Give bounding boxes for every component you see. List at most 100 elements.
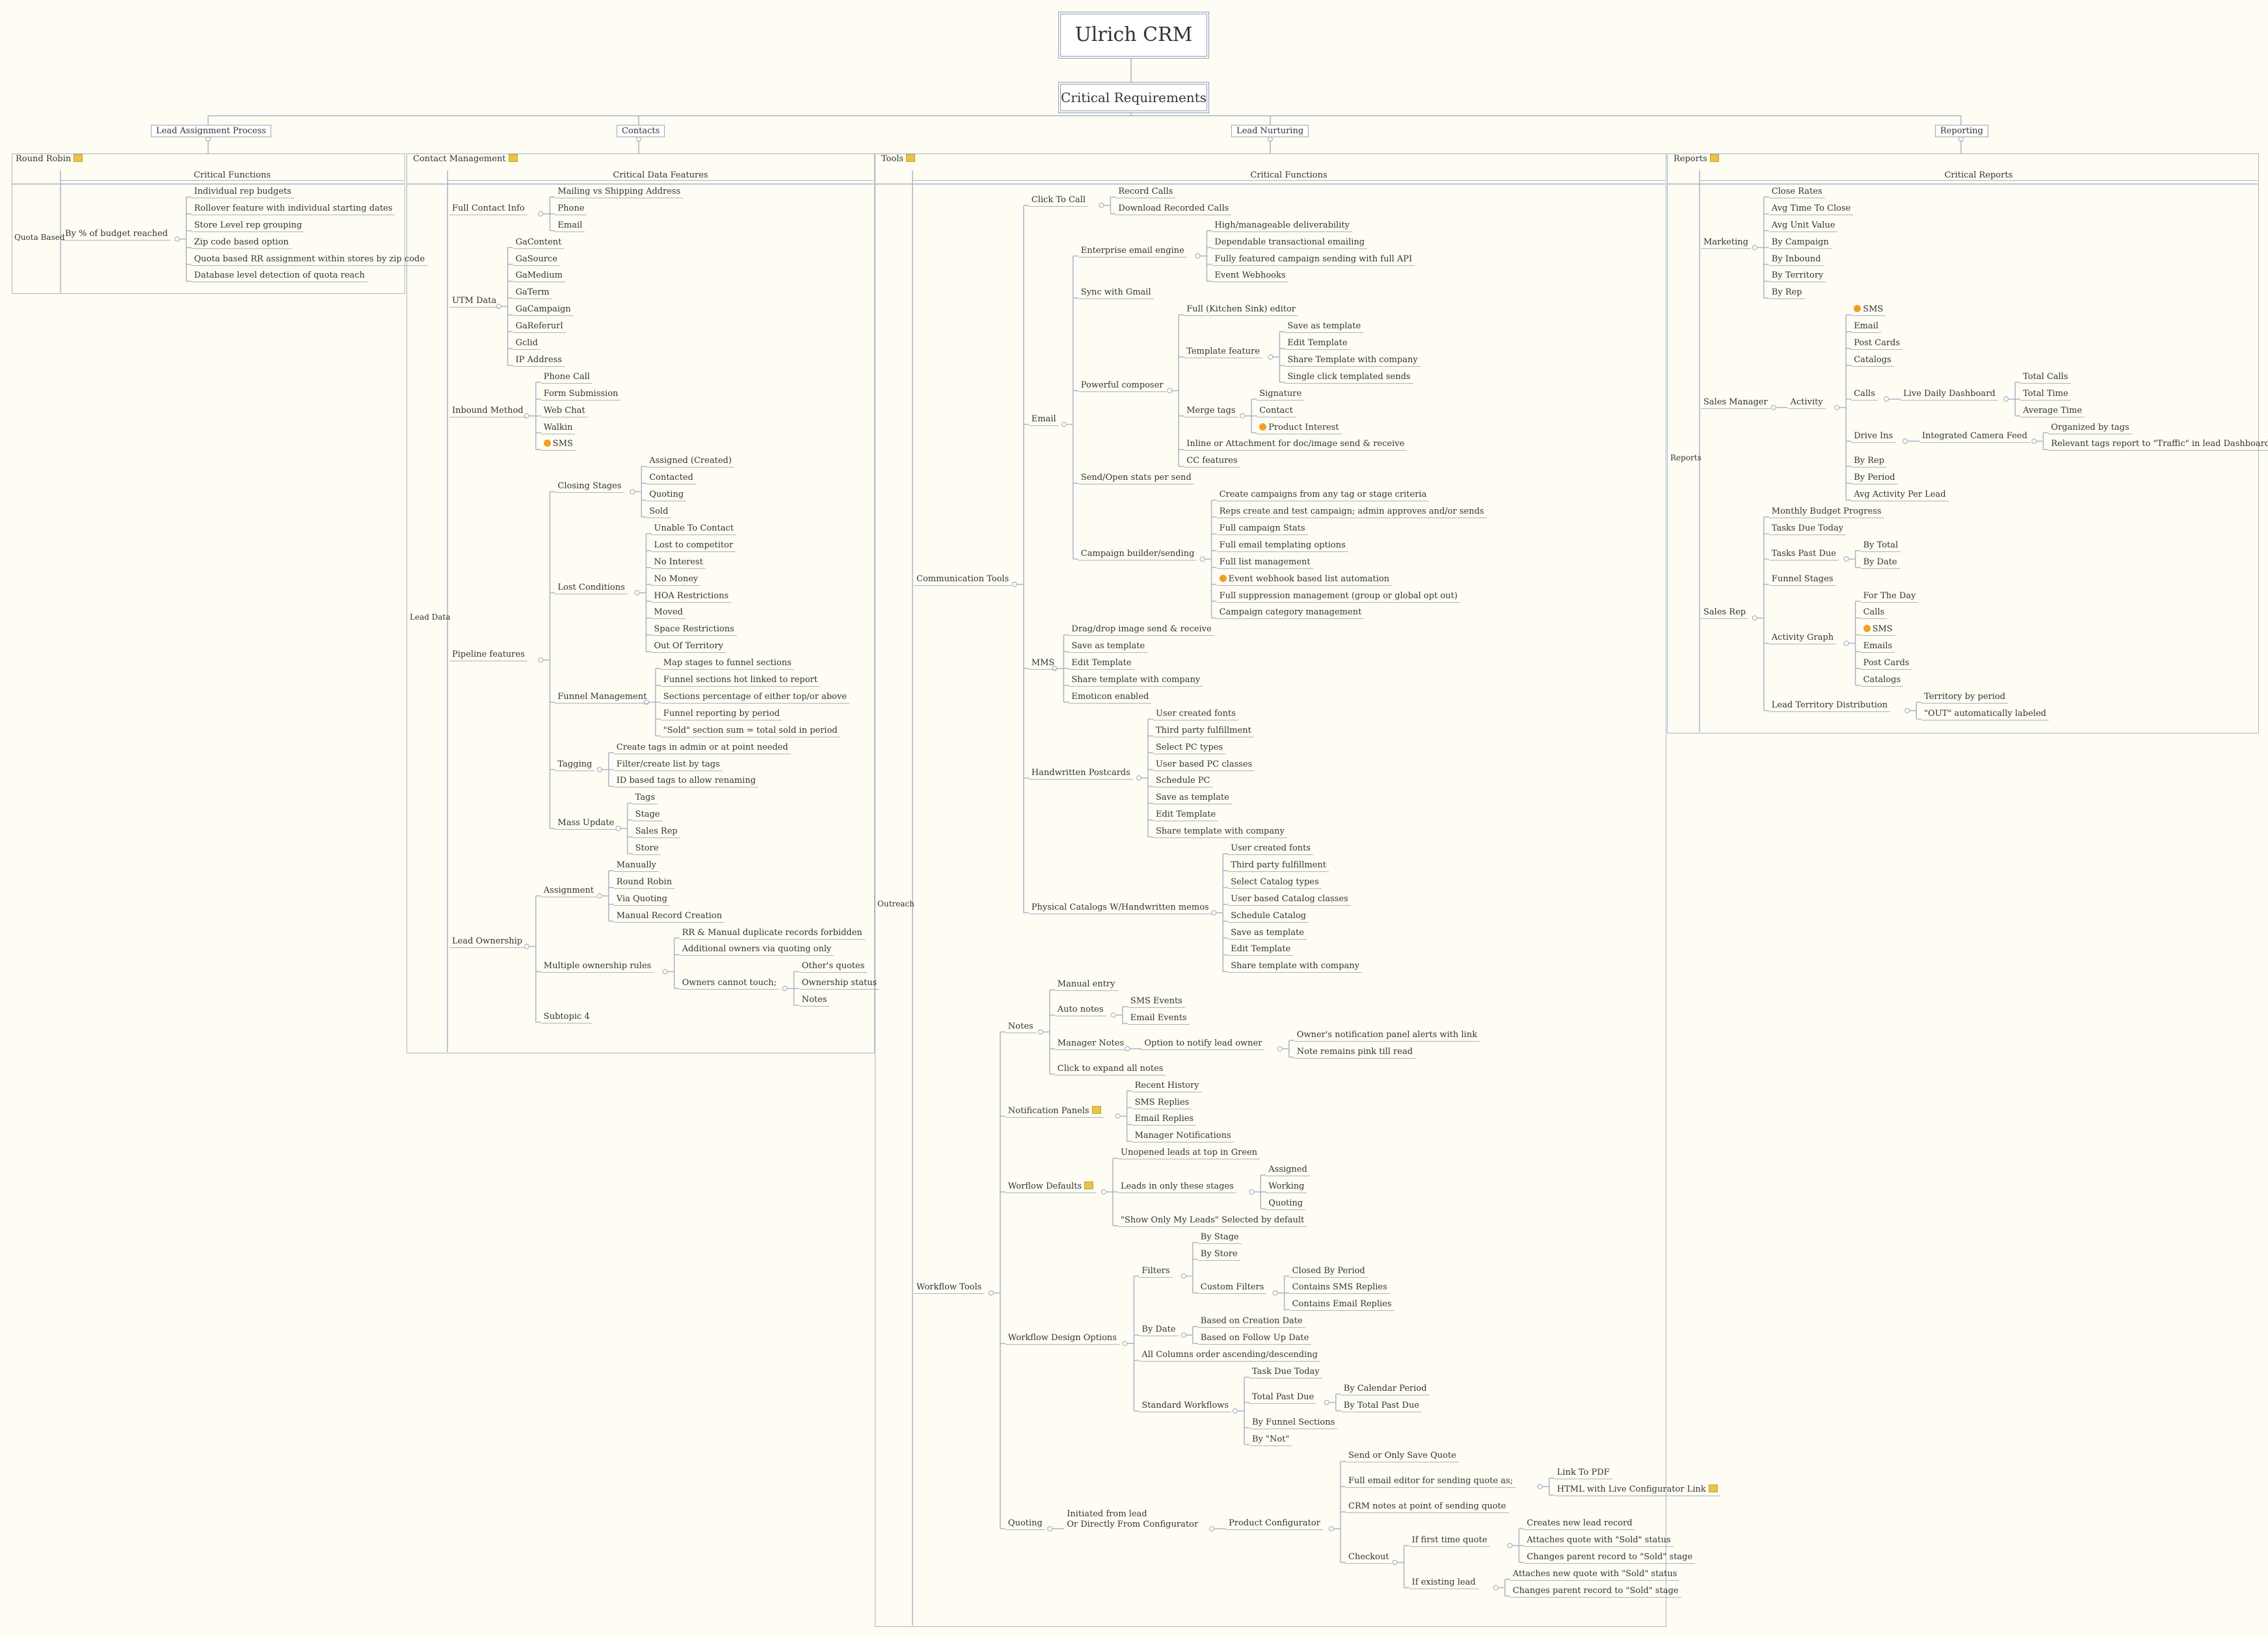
topic-avg-unit-value[interactable]: Avg Unit Value [1768, 220, 1838, 232]
topic-attaches-quote-with-sold-status[interactable]: Attaches quote with "Sold" status [1524, 1535, 1674, 1547]
topic-by-stage[interactable]: By Stage [1197, 1232, 1242, 1244]
topic-working[interactable]: Working [1266, 1181, 1307, 1194]
topic-ip-address[interactable]: IP Address [513, 355, 565, 367]
topic-catalogs[interactable]: Catalogs [1851, 355, 1894, 367]
topic-lead-ownership[interactable]: Lead Ownership [449, 936, 526, 948]
topic-share-template-with-company[interactable]: Share template with company [1069, 675, 1203, 687]
topic-post-cards[interactable]: Post Cards [1860, 658, 1912, 670]
topic-avg-activity-per-lead[interactable]: Avg Activity Per Lead [1851, 490, 1949, 502]
topic-send-open-stats-per-send[interactable]: Send/Open stats per send [1078, 473, 1194, 485]
topic-gclid[interactable]: Gclid [513, 338, 540, 350]
topic-full-list-management[interactable]: Full list management [1216, 557, 1313, 569]
topic-event-webhooks[interactable]: Event Webhooks [1212, 270, 1288, 283]
topic-if-existing-lead[interactable]: If existing lead [1409, 1577, 1478, 1589]
topic-full-suppression-management-group-or-glo[interactable]: Full suppression management (group or gl… [1216, 591, 1460, 603]
topic-link-to-pdf[interactable]: Link To PDF [1554, 1468, 1612, 1480]
branch-contacts[interactable]: Contacts [617, 125, 665, 137]
topic-full-email-templating-options[interactable]: Full email templating options [1216, 540, 1348, 552]
topic-space-restrictions[interactable]: Space Restrictions [651, 624, 737, 637]
topic-average-time[interactable]: Average Time [2020, 406, 2085, 417]
topic-multiple-ownership-rules[interactable]: Multiple ownership rules [540, 961, 654, 973]
topic-out-of-territory[interactable]: Out Of Territory [651, 641, 726, 653]
topic-via-quoting[interactable]: Via Quoting [613, 894, 670, 906]
topic-user-created-fonts[interactable]: User created fonts [1153, 709, 1238, 720]
topic-note-remains-pink-till-read[interactable]: Note remains pink till read [1294, 1047, 1416, 1059]
topic-inline-or-attachment-for-doc-image-send-[interactable]: Inline or Attachment for doc/image send … [1184, 439, 1407, 451]
topic-sales-manager[interactable]: Sales Manager [1701, 397, 1770, 409]
topic-post-cards[interactable]: Post Cards [1851, 338, 1903, 350]
topic-auto-notes[interactable]: Auto notes [1054, 1005, 1106, 1017]
topic-filter-create-list-by-tags[interactable]: Filter/create list by tags [613, 759, 723, 771]
branch-reporting[interactable]: Reporting [1935, 125, 1988, 137]
topic-by-territory[interactable]: By Territory [1768, 270, 1826, 283]
topic-relevant-tags-report-to-traffic-in-lead-[interactable]: Relevant tags report to "Traffic" in lea… [2048, 439, 2268, 451]
topic-map-stages-to-funnel-sections[interactable]: Map stages to funnel sections [660, 658, 794, 670]
topic-database-level-detection-of-quota-reach[interactable]: Database level detection of quota reach [191, 270, 367, 283]
topic-calls[interactable]: Calls [1851, 389, 1878, 401]
topic-tasks-due-today[interactable]: Tasks Due Today [1768, 523, 1847, 535]
topic-filters[interactable]: Filters [1139, 1266, 1173, 1278]
topic-share-template-with-company[interactable]: Share Template with company [1285, 355, 1421, 367]
topic-quota-based-rr-assignment-within-stores-[interactable]: Quota based RR assignment within stores … [191, 254, 428, 266]
topic-quoting[interactable]: Quoting [1005, 1518, 1045, 1531]
topic-sections-percentage-of-either-top-or-abo[interactable]: Sections percentage of either top/or abo… [660, 692, 849, 704]
topic-gacampaign[interactable]: GaCampaign [513, 304, 574, 317]
topic-contact[interactable]: Contact [1257, 406, 1296, 417]
topic-lost-to-competitor[interactable]: Lost to competitor [651, 540, 736, 552]
topic-sms[interactable]: SMS [1860, 624, 1895, 637]
topic-store-level-rep-grouping[interactable]: Store Level rep grouping [191, 220, 305, 232]
topic-send-or-only-save-quote[interactable]: Send or Only Save Quote [1346, 1451, 1459, 1463]
topic-assigned-created[interactable]: Assigned (Created) [647, 456, 734, 468]
topic-contains-email-replies[interactable]: Contains Email Replies [1289, 1299, 1394, 1312]
topic-notes[interactable]: Notes [799, 995, 830, 1007]
topic-by-calendar-period[interactable]: By Calendar Period [1341, 1384, 1430, 1395]
topic-gacontent[interactable]: GaContent [513, 237, 565, 249]
topic-communication-tools[interactable]: Communication Tools [914, 574, 1012, 586]
topic-product-interest[interactable]: Product Interest [1257, 423, 1342, 434]
topic-full-kitchen-sink-editor[interactable]: Full (Kitchen Sink) editor [1184, 304, 1299, 317]
topic-ownership-status[interactable]: Ownership status [799, 978, 880, 990]
topic-manual-entry[interactable]: Manual entry [1054, 979, 1118, 992]
topic-activity[interactable]: Activity [1787, 397, 1826, 409]
topic-by-not[interactable]: By "Not" [1249, 1434, 1292, 1446]
topic-changes-parent-record-to-sold-stage[interactable]: Changes parent record to "Sold" stage [1510, 1586, 1681, 1598]
topic-html-with-live-configurator-link[interactable]: HTML with Live Configurator Link [1554, 1484, 1720, 1497]
topic-gaterm[interactable]: GaTerm [513, 287, 552, 300]
topic-recent-history[interactable]: Recent History [1132, 1081, 1202, 1092]
topic-funnel-sections-hot-linked-to-report[interactable]: Funnel sections hot linked to report [660, 675, 820, 687]
topic-sms[interactable]: SMS [540, 439, 576, 451]
topic-no-money[interactable]: No Money [651, 574, 701, 586]
topic-inbound-method[interactable]: Inbound Method [449, 406, 526, 417]
topic-moved[interactable]: Moved [651, 607, 686, 620]
topic-sms[interactable]: SMS [1851, 304, 1886, 317]
topic-tagging[interactable]: Tagging [555, 759, 595, 771]
topic-email[interactable]: Email [555, 220, 585, 232]
topic-email-events[interactable]: Email Events [1127, 1013, 1190, 1025]
topic-record-calls[interactable]: Record Calls [1115, 187, 1176, 198]
topic-edit-template[interactable]: Edit Template [1153, 810, 1219, 822]
topic-select-catalog-types[interactable]: Select Catalog types [1228, 877, 1322, 889]
topic-total-time[interactable]: Total Time [2020, 389, 2071, 401]
topic-template-feature[interactable]: Template feature [1184, 347, 1262, 358]
topic-download-recorded-calls[interactable]: Download Recorded Calls [1115, 204, 1232, 215]
topic-schedule-pc[interactable]: Schedule PC [1153, 776, 1213, 788]
topic-manual-record-creation[interactable]: Manual Record Creation [613, 911, 725, 923]
topic-lost-conditions[interactable]: Lost Conditions [555, 583, 628, 594]
topic-task-due-today[interactable]: Task Due Today [1249, 1367, 1322, 1379]
topic-crm-notes-at-point-of-sending-quote[interactable]: CRM notes at point of sending quote [1346, 1501, 1509, 1514]
topic-tasks-past-due[interactable]: Tasks Past Due [1768, 549, 1839, 561]
topic-emails[interactable]: Emails [1860, 641, 1895, 653]
topic-save-as-template[interactable]: Save as template [1228, 928, 1307, 940]
topic-schedule-catalog[interactable]: Schedule Catalog [1228, 911, 1309, 923]
topic-monthly-budget-progress[interactable]: Monthly Budget Progress [1768, 507, 1884, 519]
topic-notes[interactable]: Notes [1005, 1022, 1036, 1033]
topic-single-click-templated-sends[interactable]: Single click templated sends [1285, 372, 1413, 384]
topic-calls[interactable]: Calls [1860, 607, 1888, 620]
topic-notification-panels[interactable]: Notification Panels [1005, 1105, 1104, 1118]
topic-sms-replies[interactable]: SMS Replies [1132, 1098, 1192, 1109]
topic-worflow-defaults[interactable]: Worflow Defaults [1005, 1181, 1097, 1194]
topic-avg-time-to-close[interactable]: Avg Time To Close [1768, 204, 1854, 215]
topic-create-campaigns-from-any-tag-or-stage-c[interactable]: Create campaigns from any tag or stage c… [1216, 490, 1430, 502]
topic-all-columns-order-ascending-descending[interactable]: All Columns order ascending/descending [1139, 1350, 1320, 1362]
topic-assignment[interactable]: Assignment [540, 886, 596, 897]
